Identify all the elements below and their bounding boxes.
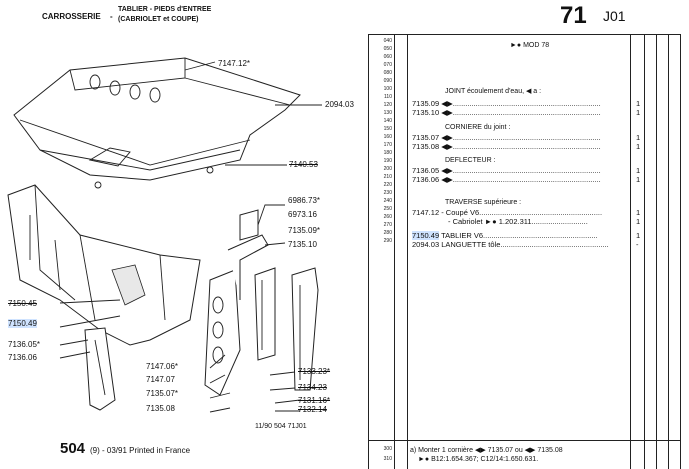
leader-lines (59, 61, 322, 413)
qty: 1 (636, 231, 641, 240)
callout-label: 7135.10 (288, 240, 317, 249)
traverse-title: TRAVERSE supérieure : (445, 199, 522, 206)
callout-label: 7150.45 (8, 299, 37, 308)
row-number: 180 (383, 150, 392, 156)
callout-label: 7147.12* (218, 59, 251, 68)
row-number: 130 (383, 110, 392, 116)
row-number: 090 (383, 78, 392, 84)
row-number: 290 (383, 238, 392, 244)
row-number: 150 (383, 126, 392, 132)
row-number: 300 (383, 446, 392, 452)
row-number: 200 (383, 166, 392, 172)
footnote-line2: ►● B12:1.654.367; C12/14:1.650.631. (418, 456, 539, 463)
callout-label: 7150.49 (8, 319, 37, 328)
qty: 1 (636, 175, 641, 184)
qty: 1 (636, 166, 641, 175)
traverse-drawing (13, 57, 301, 189)
row-number: 270 (383, 222, 392, 228)
callout-label: 7135.07* (146, 389, 179, 398)
row-number: 190 (383, 158, 392, 164)
row-number: 080 (383, 70, 392, 76)
callout-label: 7134.23 (298, 383, 327, 392)
table-row: 7135.07 ◀▶..............................… (412, 133, 601, 142)
qty: 1 (636, 108, 641, 117)
table-row: 7136.05 ◀▶..............................… (412, 166, 601, 175)
print-info: (9) - 03/91 Printed in France (90, 446, 191, 455)
footnote-line1: a) Monter 1 cornière ◀▶ 7135.07 ou ◀▶ 71… (410, 447, 563, 454)
page-title-line1: TABLIER - PIEDS d'ENTREE (118, 6, 212, 13)
callout-label: 7135.09* (288, 226, 321, 235)
callout-label: 7132.14 (298, 405, 327, 414)
joint-title: JOINT écoulement d'eau, ◀ a : (445, 88, 542, 95)
row-number: 050 (383, 46, 392, 52)
row-number: 250 (383, 206, 392, 212)
callout-label: 6973.16 (288, 210, 317, 219)
row-number: 160 (383, 134, 392, 140)
table-row: 7135.08 ◀▶..............................… (412, 142, 601, 151)
table-row: - Cabriolet ►● 1.202.311................… (448, 217, 588, 226)
mod-note: ►● MOD 78 (510, 42, 550, 49)
qty: 1 (636, 133, 641, 142)
callout-label: 7131.16* (298, 396, 331, 405)
section-title: CARROSSERIE (42, 12, 101, 21)
page-title-line2: (CABRIOLET et COUPE) (118, 16, 199, 23)
row-number: 070 (383, 62, 392, 68)
row-number: 260 (383, 214, 392, 220)
row-number: 210 (383, 174, 392, 180)
row-number: 140 (383, 118, 392, 124)
row-number: 170 (383, 142, 392, 148)
deflecteur-title: DEFLECTEUR : (445, 157, 496, 164)
row-number: 280 (383, 230, 392, 236)
row-number: 100 (383, 86, 392, 92)
row-number: 060 (383, 54, 392, 60)
diagram-reference: 11/90 504 71J01 (255, 423, 307, 430)
callout-label: 7136.06 (8, 353, 37, 362)
qty: 1 (636, 99, 641, 108)
table-row: 7147.12 - Coupé V6......................… (412, 208, 603, 217)
qty: 1 (636, 217, 641, 226)
group-number: 71 (560, 2, 587, 29)
exploded-parts-diagram (7, 57, 322, 413)
callout-label: 7147.07 (146, 375, 175, 384)
callout-label: 6986.73* (288, 196, 321, 205)
row-number: 120 (383, 102, 392, 108)
row-number: 310 (383, 456, 392, 462)
callout-label: 7135.08 (146, 404, 175, 413)
qty: - (636, 240, 639, 249)
table-row: 2094.03 LANGUETTE tôle..................… (412, 240, 609, 249)
row-number: 110 (384, 94, 392, 100)
row-number: 220 (383, 182, 392, 188)
table-row: 7135.09 ◀▶..............................… (412, 99, 601, 108)
qty: 1 (636, 208, 641, 217)
model-number: 504 (60, 440, 86, 457)
callout-label: 7133.23* (298, 367, 331, 376)
callout-label: 7147.06* (146, 362, 179, 371)
header-dash: - (110, 12, 113, 21)
table-row: 7135.10 ◀▶..............................… (412, 108, 601, 117)
row-number: 040 (383, 38, 392, 44)
qty: 1 (636, 142, 641, 151)
row-number: 230 (383, 190, 392, 196)
row-number: 240 (383, 198, 392, 204)
page-code: J01 (603, 8, 626, 24)
pillar-drawing (84, 209, 319, 411)
table-row: 7150.49 TABLIER V6......................… (412, 231, 598, 240)
callout-label: 7140.53 (289, 160, 318, 169)
callout-label: 2094.03 (325, 100, 354, 109)
corniere-title: CORNIERE du joint : (445, 124, 511, 131)
tablier-drawing (7, 184, 201, 346)
callout-label: 7136.05* (8, 340, 41, 349)
table-row: 7136.06 ◀▶..............................… (412, 175, 601, 184)
